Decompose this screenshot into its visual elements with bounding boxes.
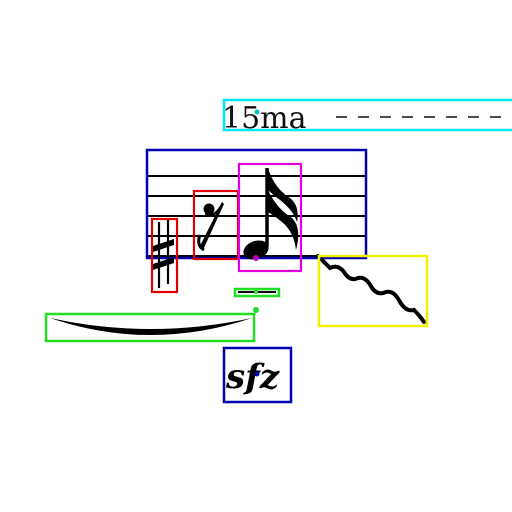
ottava-anchor-dot	[254, 109, 260, 115]
sfz-label: sfz	[225, 357, 280, 397]
note-anchor-dot	[253, 255, 259, 261]
tie-box	[44, 312, 256, 343]
ottava-box	[222, 98, 512, 132]
tenuto-icon	[233, 287, 281, 298]
sixteenth-note-icon	[237, 162, 303, 273]
tie-icon	[44, 307, 259, 343]
sfz-dynamic: sfz	[222, 346, 293, 404]
sharp-box	[150, 217, 179, 294]
trill-wavy-icon	[316, 254, 429, 328]
note-box	[237, 162, 303, 273]
sfz-box	[222, 346, 293, 404]
sharp-icon	[150, 217, 179, 294]
ottava-marking: 15ma	[222, 98, 512, 136]
trill-box	[317, 254, 429, 328]
tie-anchor-dot	[253, 307, 259, 313]
sfz-anchor-dot	[254, 371, 260, 377]
tenuto-box	[233, 287, 281, 298]
eighth-rest-icon	[192, 189, 240, 261]
